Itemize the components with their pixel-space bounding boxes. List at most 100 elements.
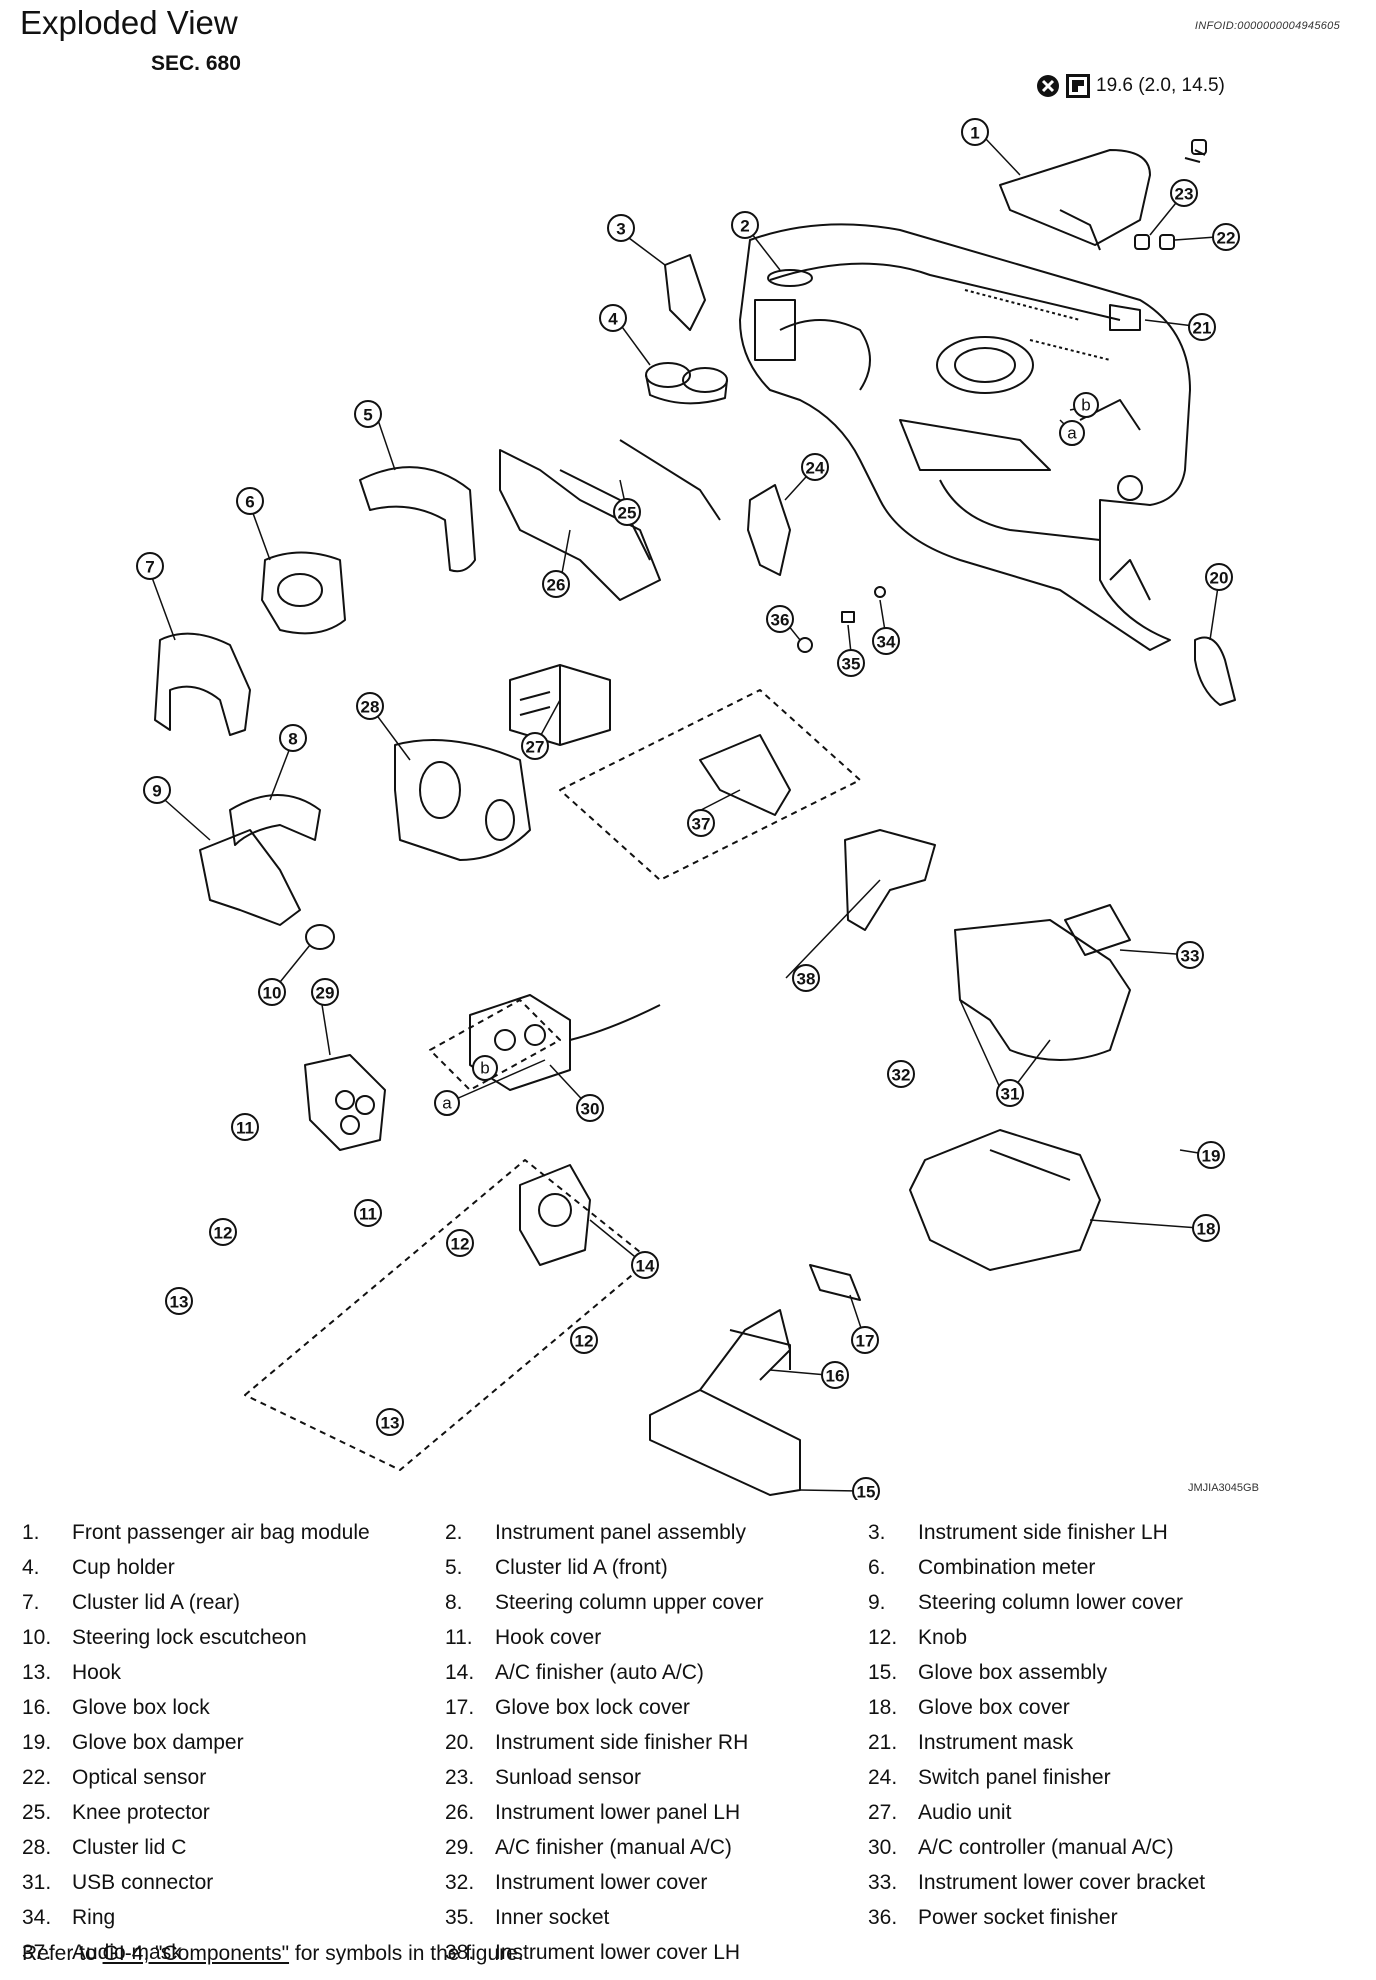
- callout-31: 31: [996, 1079, 1024, 1107]
- callout-12a: 12: [209, 1218, 237, 1246]
- part-number: 14.: [445, 1661, 475, 1684]
- svg-text:7: 7: [145, 558, 154, 577]
- optical-sensor: [1159, 234, 1175, 250]
- instrument-panel-assembly: [739, 223, 1191, 651]
- part-name: Cluster lid A (front): [495, 1556, 668, 1579]
- tightening-torque-icon: [1066, 74, 1090, 98]
- cluster-lid-rear: [154, 632, 251, 736]
- callout-3: 3: [607, 214, 635, 242]
- svg-text:9: 9: [152, 782, 161, 801]
- svg-text:19: 19: [1202, 1147, 1221, 1166]
- legend-item: 35.Inner socket: [445, 1900, 868, 1935]
- part-number: 38.: [445, 1941, 475, 1964]
- part-number: 3.: [868, 1521, 886, 1544]
- part-number: 36.: [868, 1906, 898, 1929]
- audio-mask: [699, 734, 791, 816]
- part-name: Combination meter: [918, 1556, 1096, 1579]
- part-number: 10.: [22, 1626, 52, 1649]
- footer-note: Refer to GI-4, "Components" for symbols …: [22, 1942, 524, 1965]
- side-finisher-lh: [664, 254, 706, 331]
- part-name: Sunload sensor: [495, 1766, 641, 1789]
- svg-text:27: 27: [526, 738, 545, 757]
- svg-text:b: b: [480, 1059, 489, 1078]
- callout-b-top: b: [1073, 392, 1099, 418]
- svg-text:16: 16: [826, 1367, 845, 1386]
- callout-a-bottom: a: [434, 1090, 460, 1116]
- svg-text:25: 25: [618, 504, 637, 523]
- part-name: A/C finisher (manual A/C): [495, 1836, 732, 1859]
- legend-item: 3.Instrument side finisher LH: [868, 1515, 1291, 1550]
- part-name: Switch panel finisher: [918, 1766, 1111, 1789]
- part-number: 25.: [22, 1801, 52, 1824]
- part-number: 32.: [445, 1871, 475, 1894]
- legend-item: 38. Instrument lower cover LH: [445, 1935, 868, 1970]
- part-name: Glove box damper: [72, 1731, 244, 1754]
- part-name: Cup holder: [72, 1556, 175, 1579]
- callout-12c: 12: [570, 1326, 598, 1354]
- part-name: Steering column lower cover: [918, 1591, 1183, 1614]
- torque-wrench-icon: [1036, 74, 1060, 98]
- part-name: Instrument mask: [918, 1731, 1074, 1754]
- legend-item: 28.Cluster lid C: [22, 1830, 445, 1865]
- legend-item: 16.Glove box lock: [22, 1690, 445, 1725]
- svg-text:17: 17: [856, 1332, 875, 1351]
- svg-text:1: 1: [970, 124, 979, 143]
- callout-11b: 11: [354, 1199, 382, 1227]
- part-name: Audio unit: [918, 1801, 1012, 1824]
- part-name: Inner socket: [495, 1906, 610, 1929]
- part-name: Glove box cover: [918, 1696, 1070, 1719]
- part-name: Instrument lower cover LH: [495, 1941, 741, 1964]
- svg-text:33: 33: [1181, 947, 1200, 966]
- callout-17: 17: [851, 1326, 879, 1354]
- part-number: 21.: [868, 1731, 898, 1754]
- components-link[interactable]: GI-4, "Components": [102, 1942, 290, 1965]
- legend-item: 9.Steering column lower cover: [868, 1585, 1291, 1620]
- part-number: 30.: [868, 1836, 898, 1859]
- svg-text:2: 2: [740, 217, 749, 236]
- callout-a-top: a: [1059, 420, 1085, 446]
- legend-item: 26.Instrument lower panel LH: [445, 1795, 868, 1830]
- part-number: 19.: [22, 1731, 52, 1754]
- callout-18: 18: [1192, 1214, 1220, 1242]
- lower-cover-bracket: [1064, 904, 1131, 956]
- legend-item: 23.Sunload sensor: [445, 1760, 868, 1795]
- callout-34: 34: [872, 627, 900, 655]
- part-name: Cluster lid A (rear): [72, 1591, 241, 1614]
- svg-text:12: 12: [214, 1224, 233, 1243]
- part-name: Instrument side finisher RH: [495, 1731, 749, 1754]
- legend-item: 4.Cup holder: [22, 1550, 445, 1585]
- callout-16: 16: [821, 1361, 849, 1389]
- callout-5: 5: [354, 400, 382, 428]
- legend-item: 1.Front passenger air bag module: [22, 1515, 445, 1550]
- callout-26: 26: [542, 570, 570, 598]
- svg-text:11: 11: [359, 1205, 377, 1224]
- part-number: 22.: [22, 1766, 52, 1789]
- callout-19: 19: [1197, 1141, 1225, 1169]
- legend-item: 30.A/C controller (manual A/C): [868, 1830, 1291, 1865]
- svg-text:24: 24: [806, 459, 825, 478]
- part-number: 24.: [868, 1766, 898, 1789]
- callout-12b: 12: [446, 1229, 474, 1257]
- part-number: 11.: [445, 1626, 473, 1649]
- legend-item: 18.Glove box cover: [868, 1690, 1291, 1725]
- cluster-lid-c: [394, 739, 531, 861]
- part-number: 28.: [22, 1836, 52, 1859]
- instrument-lower-cover: [954, 919, 1131, 1061]
- inner-socket: [841, 611, 855, 623]
- ring: [874, 586, 886, 598]
- part-name: Hook cover: [495, 1626, 602, 1649]
- part-name: Audio mask: [72, 1941, 182, 1964]
- figure-code: JMJIA3045GB: [1188, 1482, 1259, 1494]
- switch-panel-finisher: [747, 484, 791, 576]
- legend-item: 36.Power socket finisher: [868, 1900, 1291, 1935]
- cup-holder: [645, 362, 728, 405]
- part-number: 6.: [868, 1556, 886, 1579]
- callout-23: 23: [1170, 179, 1198, 207]
